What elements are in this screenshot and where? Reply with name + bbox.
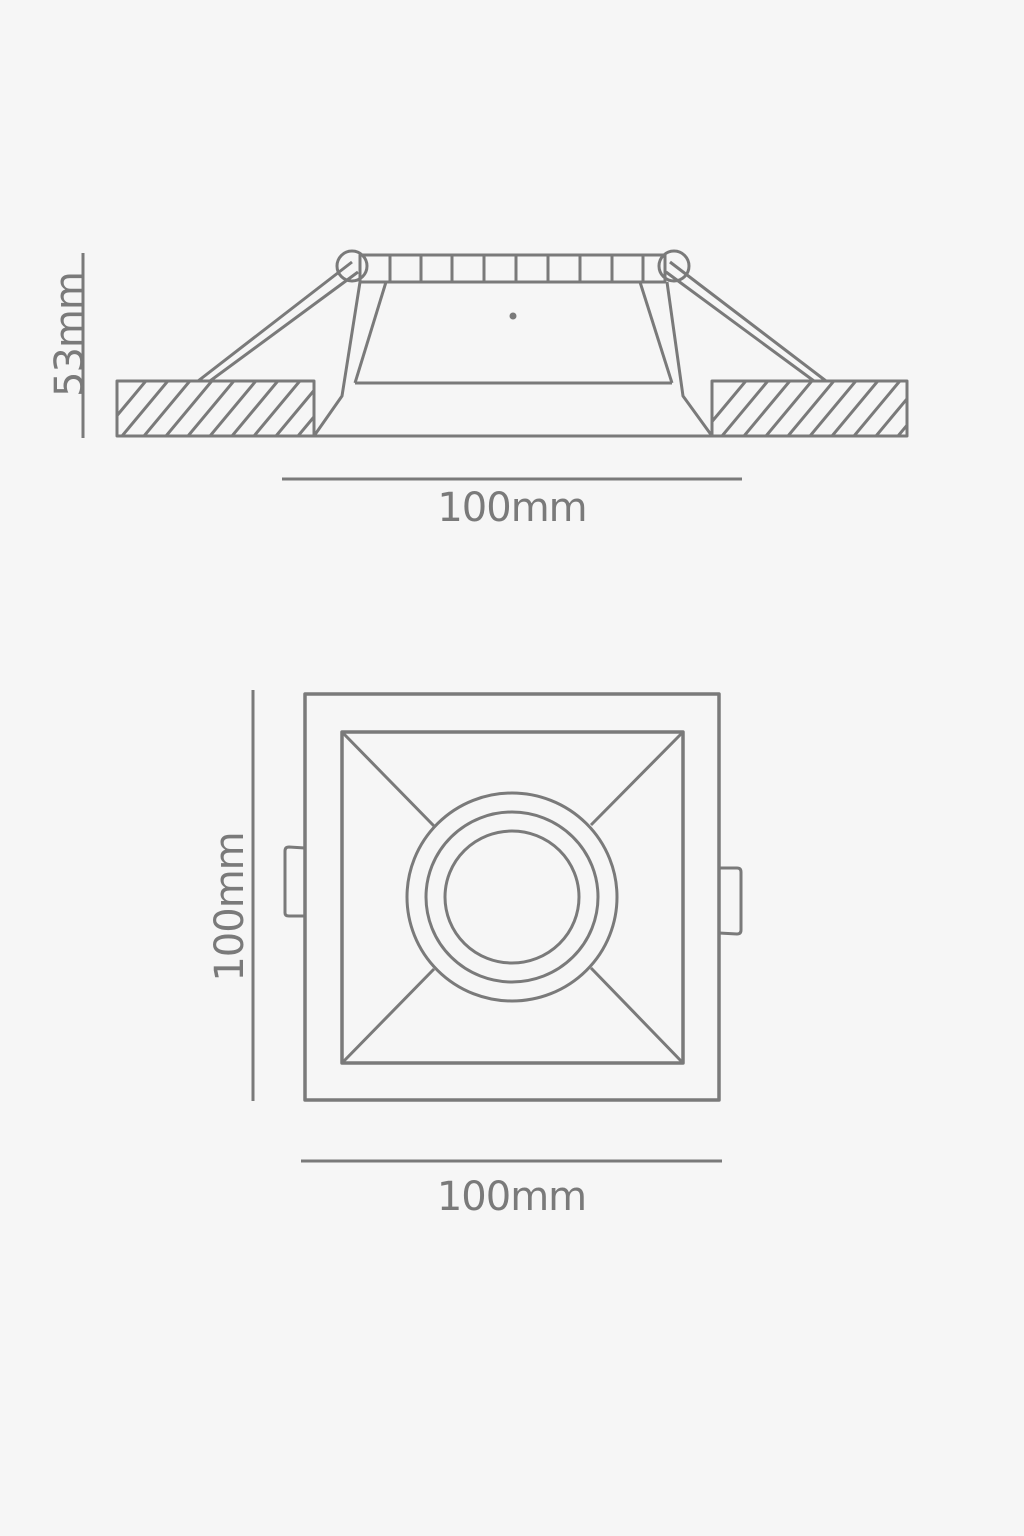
- spring-pivot-right: [657, 249, 691, 283]
- diagonal-tr: [589, 730, 685, 827]
- diagonal-bl: [340, 967, 436, 1065]
- top-view-height-label: 100mm: [207, 832, 253, 982]
- top-view-width-label: 100mm: [436, 1174, 587, 1220]
- side-clip-left: [283, 845, 306, 918]
- side-view-height-label: 53mm: [47, 272, 93, 397]
- side-clip-right: [718, 866, 743, 936]
- diagonal-br: [589, 966, 685, 1065]
- fixture-body: [312, 281, 714, 437]
- spring-pivot-left: [335, 249, 369, 283]
- side-view: [81, 249, 909, 481]
- lens-ring: [443, 829, 581, 965]
- outer-ring: [405, 791, 619, 1003]
- ceiling-block-right: [710, 379, 909, 438]
- heatsink: [358, 253, 667, 284]
- middle-ring: [424, 810, 600, 984]
- spring-clip-left: [197, 260, 359, 383]
- side-view-width-label: 100mm: [437, 485, 587, 531]
- diagonal-tl: [340, 730, 436, 828]
- inner-frame: [340, 730, 685, 1065]
- spring-clip-right: [665, 260, 827, 383]
- top-view: [251, 690, 743, 1163]
- center-point: [509, 312, 517, 320]
- outer-trim: [303, 692, 721, 1102]
